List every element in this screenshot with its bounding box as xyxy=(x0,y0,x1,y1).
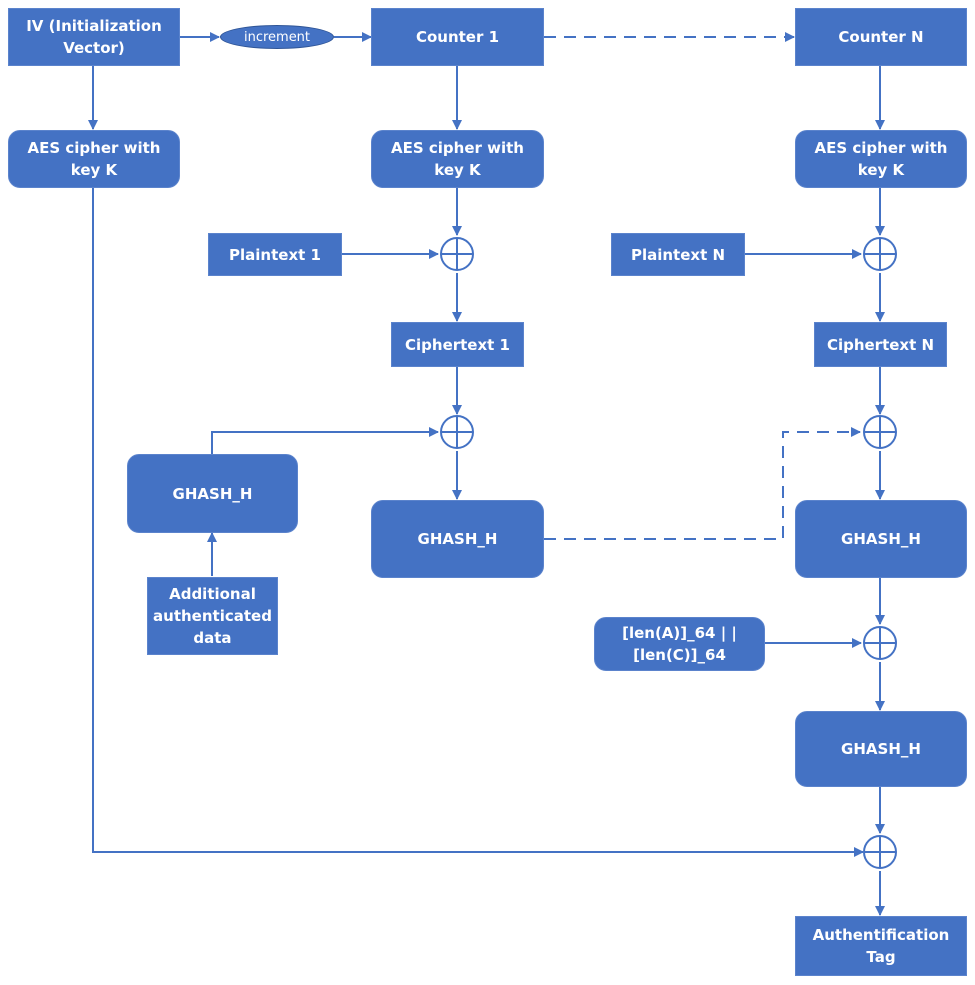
xor-icon-plaintext1 xyxy=(440,237,474,271)
wire-ghash1-to-xorN-dashed xyxy=(544,427,861,540)
auth-tag-box: Authentification Tag xyxy=(795,916,967,976)
xor-icon-tag xyxy=(863,835,897,869)
xor-icon-plaintextN xyxy=(863,237,897,271)
ghash-1-box: GHASH_H xyxy=(371,500,544,578)
increment-ellipse: increment xyxy=(220,25,334,49)
aes-N-box: AES cipher with key K xyxy=(795,130,967,188)
counter1-box: Counter 1 xyxy=(371,8,544,66)
ghash-final-box: GHASH_H xyxy=(795,711,967,787)
ghash-aad-box: GHASH_H xyxy=(127,454,298,533)
lengths-box: [len(A)]_64 | | [len(C)]_64 xyxy=(594,617,765,671)
ciphertextN-box: Ciphertext N xyxy=(814,322,947,367)
xor-icon-ghash1 xyxy=(440,415,474,449)
plaintextN-box: Plaintext N xyxy=(611,233,745,276)
aes-1-box: AES cipher with key K xyxy=(371,130,544,188)
aes-iv-box: AES cipher with key K xyxy=(8,130,180,188)
iv-box: IV (Initialization Vector) xyxy=(8,8,180,66)
ciphertext1-box: Ciphertext 1 xyxy=(391,322,524,367)
wire-ghash-aad-to-xor xyxy=(211,427,439,454)
aad-box: Additional authenticated data xyxy=(147,577,278,655)
wire-aes-iv-to-final-xor xyxy=(92,188,864,857)
xor-icon-ghashN xyxy=(863,415,897,449)
counterN-box: Counter N xyxy=(795,8,967,66)
ghash-N-box: GHASH_H xyxy=(795,500,967,578)
plaintext1-box: Plaintext 1 xyxy=(208,233,342,276)
xor-icon-lengths xyxy=(863,626,897,660)
